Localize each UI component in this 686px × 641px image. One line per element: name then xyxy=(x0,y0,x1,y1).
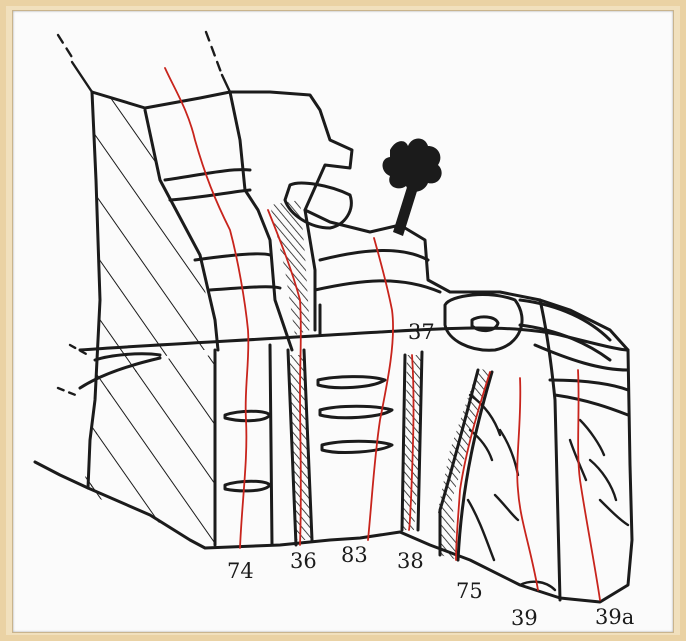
route-label-83: 83 xyxy=(341,543,368,567)
route-label-37: 37 xyxy=(408,320,435,344)
route-label-39a: 39a xyxy=(595,605,634,629)
route-label-39: 39 xyxy=(511,606,538,630)
route-label-75: 75 xyxy=(456,579,483,603)
route-label-38: 38 xyxy=(397,549,424,573)
route-line-83 xyxy=(368,238,393,540)
tree-icon xyxy=(383,139,442,237)
route-lines xyxy=(165,68,600,600)
route-line-39 xyxy=(517,378,538,590)
route-label-36: 36 xyxy=(290,549,317,573)
route-label-74: 74 xyxy=(227,559,254,583)
